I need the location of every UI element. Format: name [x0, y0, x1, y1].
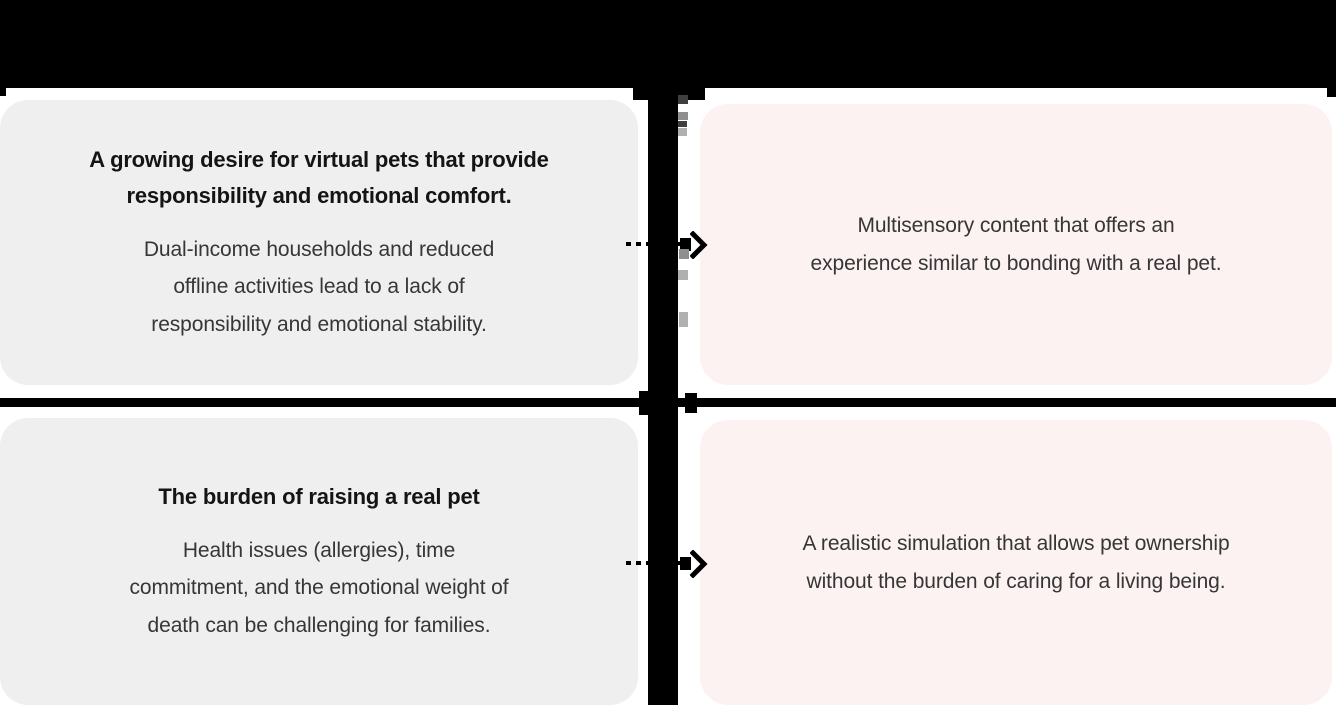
text-line: responsibility and emotional stability.	[151, 312, 487, 336]
solution-card-2[interactable]: A realistic simulation that allows pet o…	[700, 420, 1332, 705]
text-line: A growing desire for virtual pets that p…	[89, 146, 549, 172]
solution-card-2-body: A realistic simulation that allows pet o…	[802, 525, 1229, 600]
drag-handle[interactable]	[678, 112, 688, 120]
problem-card-1-body: Dual-income households and reduced offli…	[144, 231, 494, 344]
drag-handle[interactable]	[679, 249, 689, 259]
edge-notch-left	[0, 87, 6, 96]
text-line: A realistic simulation that allows pet o…	[802, 532, 1230, 555]
problem-card-2[interactable]: The burden of raising a real pet Health …	[0, 418, 638, 705]
arrow-head-icon-bottom	[690, 550, 708, 578]
top-black-bar[interactable]	[0, 0, 1336, 88]
vertical-divider-bar[interactable]	[648, 88, 678, 705]
problem-card-2-body: Health issues (allergies), time commitme…	[130, 532, 509, 645]
arrow-endpoint-square-top[interactable]	[680, 238, 691, 251]
text-line: commitment, and the emotional weight of	[129, 576, 509, 600]
text-line: offline activities lead to a lack of	[173, 275, 465, 299]
arrow-endpoint-square-bottom[interactable]	[680, 557, 691, 570]
edge-notch-right	[1327, 87, 1336, 97]
drag-handle[interactable]	[679, 312, 688, 327]
drag-handle[interactable]	[678, 121, 687, 127]
text-line: Health issues (allergies), time	[182, 538, 456, 562]
problem-card-2-title: The burden of raising a real pet	[158, 479, 479, 515]
text-line: Dual-income households and reduced	[143, 237, 495, 261]
drag-handle[interactable]	[678, 128, 687, 136]
text-line: experience similar to bonding with a rea…	[810, 251, 1222, 275]
drag-handle[interactable]	[678, 95, 688, 104]
divider-endpoint-right[interactable]	[685, 393, 697, 413]
arrow-head-icon-top	[690, 231, 708, 259]
problem-card-1[interactable]: A growing desire for virtual pets that p…	[0, 100, 638, 385]
vertical-divider-cap[interactable]	[633, 88, 705, 100]
divider-endpoint-left[interactable]	[639, 391, 650, 415]
solution-card-1-body: Multisensory content that offers an expe…	[811, 207, 1222, 282]
text-line: The burden of raising a real pet	[158, 483, 480, 509]
text-line: without the burden of caring for a livin…	[806, 569, 1226, 593]
text-line: responsibility and emotional comfort.	[126, 182, 512, 208]
text-line: Multisensory content that offers an	[857, 214, 1175, 237]
solution-card-1[interactable]: Multisensory content that offers an expe…	[700, 104, 1332, 385]
problem-card-1-title: A growing desire for virtual pets that p…	[89, 142, 549, 214]
horizontal-divider-line[interactable]	[0, 398, 1336, 407]
text-line: death can be challenging for families.	[147, 613, 491, 637]
drag-handle[interactable]	[678, 270, 688, 280]
